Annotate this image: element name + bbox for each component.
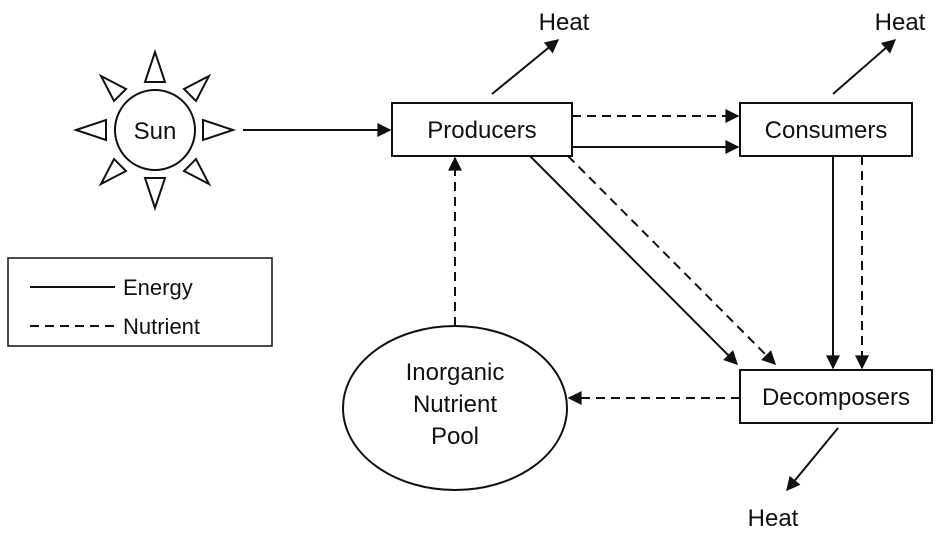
nutrient-pool-node: Inorganic Nutrient Pool bbox=[342, 325, 568, 491]
legend-energy-label: Energy bbox=[123, 275, 193, 300]
nutrient-pool-label-line1: Inorganic bbox=[406, 359, 505, 386]
legend-nutrient-label: Nutrient bbox=[123, 314, 200, 339]
sun-circle bbox=[114, 89, 196, 171]
consumers-label: Consumers bbox=[765, 117, 888, 144]
heat-arrow-producers bbox=[491, 39, 560, 95]
heat-label-consumers: Heat bbox=[875, 9, 926, 36]
heat-arrow-consumers bbox=[832, 39, 897, 95]
consumers-box bbox=[739, 102, 913, 157]
sun-node: Sun bbox=[72, 48, 237, 212]
legend-box bbox=[7, 257, 273, 347]
consumers-node: Consumers bbox=[739, 102, 913, 157]
heat-label-decomposers: Heat bbox=[748, 505, 799, 532]
sun-rays-icon bbox=[72, 48, 237, 212]
producers-box bbox=[391, 102, 573, 157]
producers-node: Producers bbox=[391, 102, 573, 157]
sun-label: Sun bbox=[134, 118, 177, 145]
energy-arrow-producers-to-decomposers bbox=[529, 155, 738, 365]
nutrient-pool-label-line3: Pool bbox=[431, 423, 479, 450]
decomposers-box bbox=[739, 369, 933, 424]
producers-label: Producers bbox=[427, 117, 536, 144]
heat-arrow-decomposers bbox=[786, 427, 839, 492]
decomposers-node: Decomposers bbox=[739, 369, 933, 424]
decomposers-label: Decomposers bbox=[762, 384, 910, 411]
heat-label-producers: Heat bbox=[539, 9, 590, 36]
nutrient-arrow-producers-to-decomposers bbox=[567, 155, 776, 365]
legend: Energy Nutrient bbox=[7, 257, 273, 347]
nutrient-pool-label-line2: Nutrient bbox=[413, 391, 497, 418]
